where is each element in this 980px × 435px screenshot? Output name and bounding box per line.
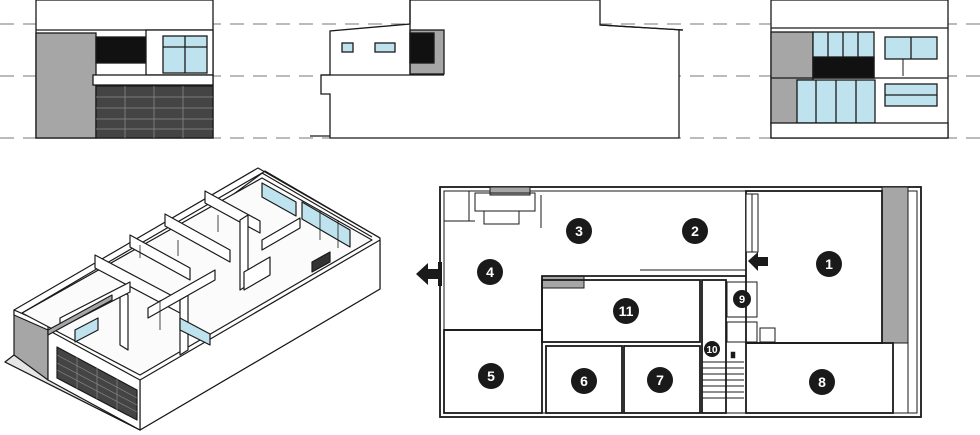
front-elevation — [35, 0, 214, 139]
room-markers: 1 2 3 4 5 6 7 8 9 10 11 — [477, 218, 842, 395]
room-7-outline — [623, 345, 701, 414]
side-small-window — [341, 42, 354, 53]
iso-glass-upper — [261, 182, 297, 217]
plan-wc — [726, 321, 758, 343]
iso-wall-j — [261, 217, 301, 251]
room-number-4: 4 — [486, 264, 494, 280]
iso-glass-lower — [179, 317, 211, 346]
plan-exit-door — [438, 262, 442, 286]
room-marker-9: 9 — [733, 290, 751, 308]
side-roof-step — [599, 24, 684, 31]
room-marker-5: 5 — [478, 363, 504, 389]
rear-elevation — [770, 0, 949, 139]
exit-arrow-icon — [416, 263, 438, 285]
room-marker-2: 2 — [682, 218, 708, 244]
room-marker-4: 4 — [477, 259, 503, 285]
room-number-9: 9 — [739, 294, 745, 306]
room-11-outline — [541, 279, 701, 343]
side-wide-window — [374, 42, 396, 53]
floor-plan — [439, 186, 922, 418]
isometric-view — [4, 167, 381, 431]
room-marker-11: 11 — [613, 298, 639, 324]
room-number-8: 8 — [818, 374, 826, 390]
plan-corridor — [701, 279, 727, 414]
room-marker-1: 1 — [816, 251, 842, 277]
plan-shower — [759, 327, 776, 343]
plan-outline — [439, 186, 922, 418]
plan-post — [730, 351, 736, 359]
plan-arrows — [416, 252, 768, 286]
side-elevation-outline — [320, 0, 684, 139]
iso-top-wall-edge — [21, 172, 373, 314]
plan-sofa-seat — [483, 210, 520, 225]
room-marker-8: 8 — [809, 369, 835, 395]
room-number-5: 5 — [487, 368, 495, 384]
plan-stair-treads — [702, 361, 744, 399]
iso-door-openings — [139, 210, 339, 330]
rear-balcony-rail — [812, 56, 875, 79]
iso-glass-left — [74, 317, 99, 343]
front-slab — [92, 74, 214, 86]
room-marker-6: 6 — [571, 368, 597, 394]
plan-side-wall-gray — [881, 186, 909, 344]
iso-kitchen-island — [243, 256, 271, 291]
plan-fireplace-gray — [489, 186, 531, 196]
iso-dark-block — [311, 251, 331, 273]
side-dark-panel — [409, 32, 435, 64]
room-marker-3: 3 — [566, 218, 592, 244]
room-number-6: 6 — [580, 373, 588, 389]
rear-plinth — [770, 122, 949, 139]
iso-wall-e — [119, 289, 129, 351]
room-9-outline — [726, 281, 758, 318]
iso-wall-i — [147, 269, 216, 319]
entry-arrow-icon — [748, 252, 768, 271]
room-number-10: 10 — [706, 345, 718, 356]
iso-wall-c — [164, 213, 231, 263]
iso-wall-b — [129, 234, 191, 281]
iso-top-wall-outer — [13, 167, 381, 311]
iso-low-wall-gray — [47, 294, 113, 336]
garage-door — [95, 85, 214, 139]
iso-garage-door-lines — [56, 354, 138, 413]
room-number-3: 3 — [575, 223, 583, 239]
room-number-7: 7 — [656, 372, 664, 388]
side-elevation — [310, 0, 684, 139]
room-number-1: 1 — [825, 256, 833, 272]
plan-right-strip — [907, 190, 918, 414]
room-marker-10: 10 — [704, 341, 720, 357]
room-8-outline — [745, 342, 894, 414]
plan-counter-gray — [541, 275, 585, 289]
front-balcony-rail — [95, 36, 147, 64]
room-6-outline — [545, 345, 623, 414]
garage-door-panels — [96, 86, 213, 138]
room-marker-7: 7 — [647, 367, 673, 393]
front-side-wall — [35, 32, 97, 139]
rear-upper-mullions — [827, 32, 859, 57]
room-5-outline — [443, 329, 543, 414]
room-number-2: 2 — [691, 223, 699, 239]
room-number-11: 11 — [619, 303, 634, 319]
rear-door-mullions — [815, 80, 857, 123]
